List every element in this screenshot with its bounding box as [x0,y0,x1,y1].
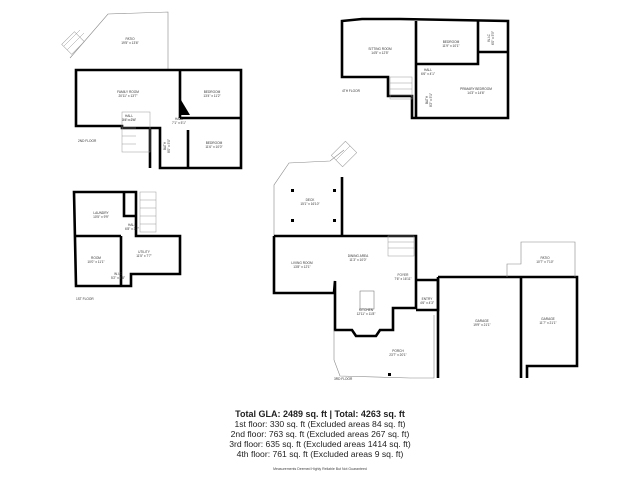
room-dims: 10'5" x 9'9" [93,215,109,219]
floor-label: 2ND FLOOR [78,139,97,143]
room-dims: 19'5" x 13'6" [121,41,138,45]
room-dims: 13'8" x 12'1" [293,265,310,269]
floor-area-4: 4th floor: 761 sq. ft (Excluded areas 9 … [236,449,404,459]
room-label: KITCHEN [359,308,374,312]
first-floor-plan: LAUNDRY 10'5" x 9'9" HALL 6'8" x 3'7" RO… [72,190,182,301]
room-label: FAMILY ROOM [117,90,139,94]
room-dims: 11'7" x 21'1" [539,321,556,325]
room-label: HALL [125,114,133,118]
floor-label: 3RD FLOOR [334,377,353,381]
room-dims: 7'6" x 16'11" [394,277,411,281]
third-floor-plan: DECK 15'1" x 16'10" LIVING ROOM 13'8" x … [272,140,579,381]
room-label: ROOM [91,256,101,260]
room-label: BEDROOM [204,90,221,94]
patio-stairs [61,29,85,55]
room-dims: 11'9" x 10'1" [442,44,459,48]
room-dims: 11'5" x 7'7" [136,254,151,258]
room-label: SITTING ROOM [368,47,392,51]
total-gla: Total GLA: 2489 sq. ft | Total: 4263 sq.… [235,409,405,419]
room-label: W.I.C [114,272,122,276]
room-dims: 19'9" x 21'1" [473,323,490,327]
room-label: W.I.C [487,33,491,41]
room-label: GARAGE [541,317,555,321]
room-label: ENTRY [422,297,434,301]
area-summary: Total GLA: 2489 sq. ft | Total: 4263 sq.… [0,409,640,474]
disclaimer: Measurements Deemed Highly Reliable But … [273,467,367,471]
room-dims: 23'7" x 20'1" [389,353,406,357]
room-dims: 10'0" x 11'1" [87,260,104,264]
room-label: LAUNDRY [93,211,109,215]
room-label: UTILITY [138,250,151,254]
room-label: PORCH [392,349,404,353]
floor-area-2: 2nd floor: 763 sq. ft (Excluded areas 26… [230,429,410,439]
room-dims: 6'6" x 4'1" [421,72,435,76]
room-dims: 8'2" x 5'1" [429,93,433,107]
room-dims: 11'6" x 10'0" [205,145,222,149]
room-label: DINING AREA [348,254,369,258]
room-dims: 14'3" x 14'6" [467,91,484,95]
room-dims: 15'1" x 16'10" [300,202,319,206]
room-dims: 8'0" x 5'0" [167,139,171,153]
floor-area-1: 1st floor: 330 sq. ft (Excluded areas 84… [234,419,406,429]
floor-label: 1ST FLOOR [76,297,94,301]
fourth-floor-plan: SITTING ROOM 14'5" x 12'5" BEDROOM 11'9"… [340,17,510,120]
room-dims: 20'11" x 13'7" [118,94,137,98]
room-dims: 6'8" x 3'7" [125,227,139,231]
room-dims: 11'3" x 10'0" [349,258,366,262]
room-label: BEDROOM [443,40,460,44]
room-dims: 3'4" x 2'6" [122,118,136,122]
room-label: HALL [175,117,183,121]
room-label: HALL [424,68,432,72]
room-label: LIVING ROOM [291,261,313,265]
room-label: HALL [128,223,136,227]
room-label: BATH [163,141,167,150]
room-dims: 12'11" x 11'8" [357,312,376,316]
room-label: BEDROOM [206,141,223,145]
room-dims: 10'7" x 7'10" [536,260,553,264]
room-dims: 14'5" x 12'5" [371,51,388,55]
room-dims: 13'4" x 11'2" [203,94,220,98]
room-label: DECK [306,198,316,202]
room-label: PATIO [125,37,135,41]
room-dims: 5'2" x 4'8" [111,276,125,280]
room-label: PRIMARY BEDROOM [460,87,492,91]
floor-label: 4TH FLOOR [342,89,361,93]
room-dims: 7'1" x 5'1" [172,121,186,125]
room-label: BATH [425,95,429,104]
second-floor-plan: PATIO 19'5" x 13'6" FAMILY ROOM 20'11" x… [61,11,243,170]
room-dims: 4'6" x 4'3" [420,301,434,305]
room-dims: 6'0" x 5'5" [491,31,495,45]
room-label: GARAGE [475,319,489,323]
room-label: FOYER [398,273,410,277]
floor-area-3: 3rd floor: 635 sq. ft (Excluded areas 14… [229,439,411,449]
room-label: PATIO [540,256,550,260]
